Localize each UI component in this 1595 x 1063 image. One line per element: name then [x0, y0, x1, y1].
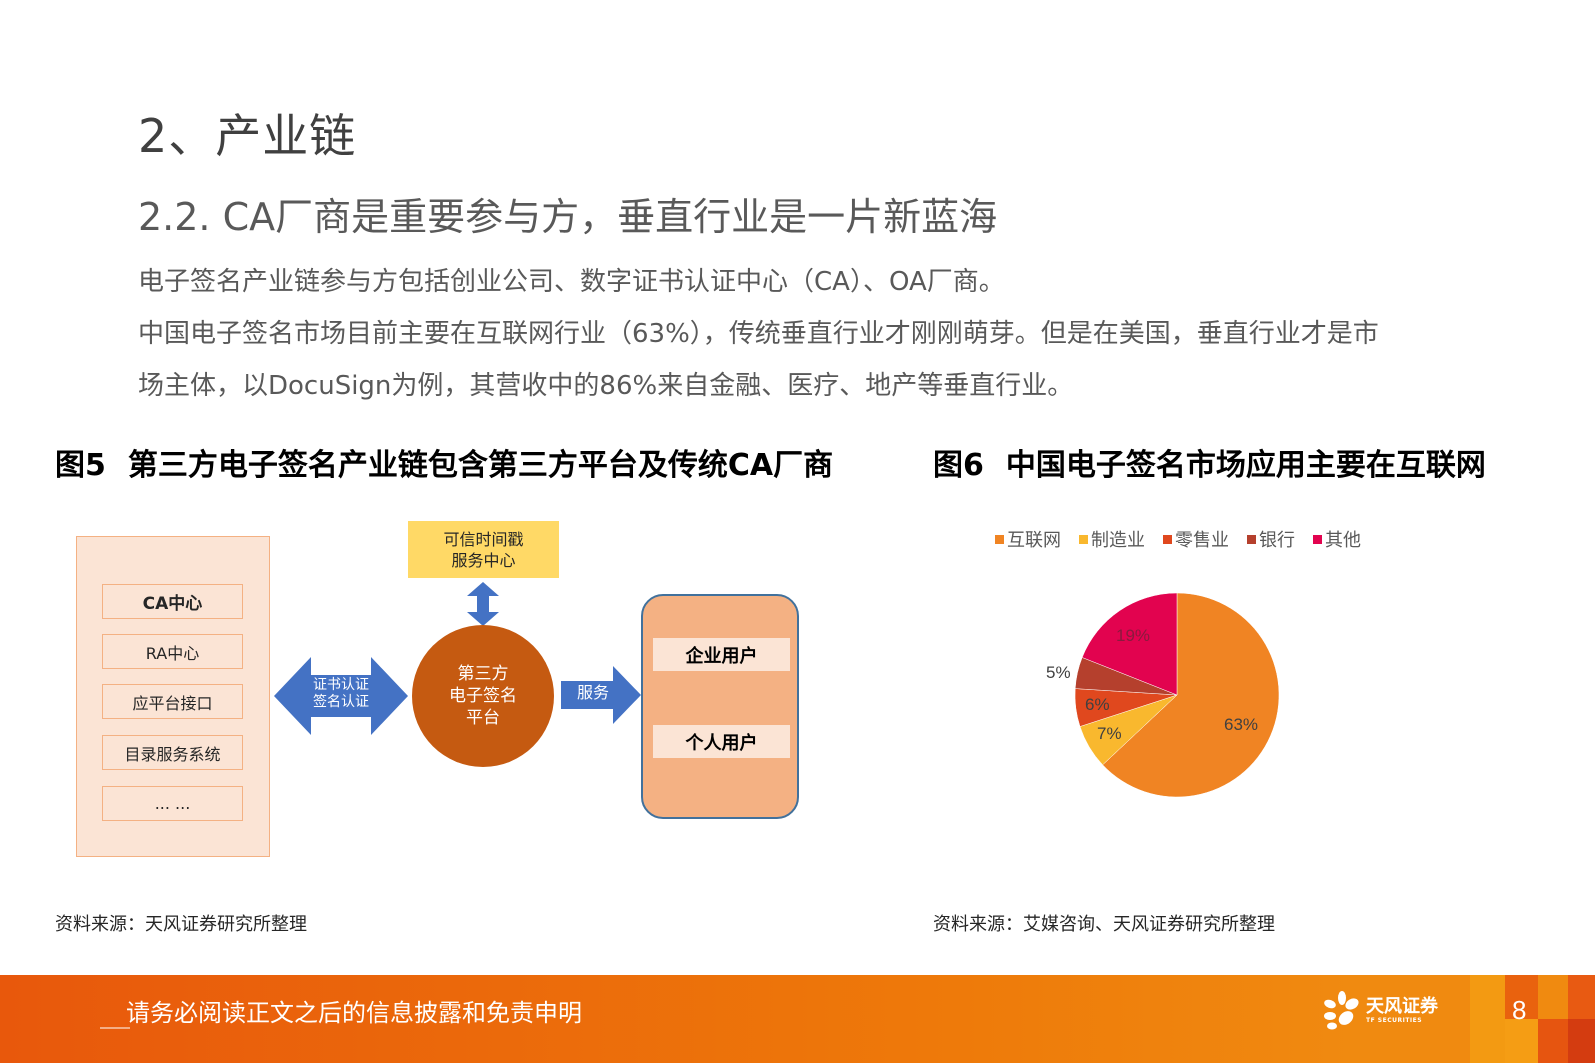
timestamp-line-1: 可信时间戳: [443, 529, 524, 549]
pie-label-retail: 6%: [1085, 695, 1110, 714]
figure5-number: 图5: [55, 448, 106, 483]
footer-divider: [100, 1027, 130, 1029]
pie-label-internet: 63%: [1224, 715, 1259, 734]
figure5-caption: 第三方电子签名产业链包含第三方平台及传统CA厂商: [127, 448, 834, 483]
pie-label-bank: 5%: [1046, 663, 1071, 682]
decorative-tiles: [1470, 975, 1595, 1063]
legend-item-other: 其他: [1313, 526, 1361, 552]
ellipsis-box: ... ...: [102, 786, 243, 821]
body-paragraph-1: 电子签名产业链参与方包括创业公司、数字证书认证中心（CA）、OA厂商。: [138, 267, 1005, 297]
arrow-label-line-2: 签名认证: [313, 694, 369, 710]
subsection-title: 2.2. CA厂商是重要参与方，垂直行业是一片新蓝海: [138, 195, 998, 239]
certificate-auth-label: 证书认证 签名认证: [308, 677, 374, 711]
legend-swatch: [1247, 534, 1256, 544]
right-arrow-icon: [561, 666, 641, 724]
flower-logo-icon: [1324, 991, 1359, 1030]
brand-logo: 天风证券 TF SECURITIES: [1322, 990, 1438, 1030]
brand-subtitle: TF SECURITIES: [1366, 1016, 1423, 1024]
pie-slice-0: [1102, 592, 1280, 798]
legend-item-retail: 零售业: [1163, 526, 1229, 552]
enterprise-user-box: 企业用户: [653, 638, 790, 671]
legend-label: 其他: [1325, 530, 1361, 551]
legend-label: 互联网: [1007, 530, 1061, 551]
legend-item-bank: 银行: [1247, 526, 1295, 552]
legend-swatch: [1313, 534, 1322, 544]
timestamp-line-2: 服务中心: [451, 550, 516, 570]
platform-line-2: 电子签名: [449, 686, 517, 706]
legend-item-manufacturing: 制造业: [1079, 526, 1145, 552]
individual-user-box: 个人用户: [653, 725, 790, 758]
pie-slice-4: [1081, 592, 1178, 696]
footer-bar: 请务必阅读正文之后的信息披露和免责申明 天风证券 TF SECURITIES 8: [0, 975, 1595, 1063]
ca-vendor-panel: CA中心 RA中心 应平台接口 目录服务系统 ... ...: [76, 536, 270, 857]
legend-label: 制造业: [1091, 530, 1145, 551]
arrow-label-line-1: 证书认证: [313, 677, 369, 693]
pie-label-other: 19%: [1116, 626, 1151, 645]
figure6-caption: 中国电子签名市场应用主要在互联网: [1005, 448, 1486, 483]
vertical-double-arrow-icon: [467, 582, 499, 626]
legend-item-internet: 互联网: [995, 526, 1061, 552]
body-paragraph-3: 场主体，以DocuSign为例，其营收中的86%来自金融、医疗、地产等垂直行业。: [138, 371, 1074, 401]
body-paragraph-2: 中国电子签名市场目前主要在互联网行业（63%），传统垂直行业才刚刚萌芽。但是在美…: [138, 319, 1379, 349]
brand-name: 天风证券: [1366, 995, 1438, 1017]
figure6-source: 资料来源：艾媒咨询、天风证券研究所整理: [933, 914, 1275, 935]
ca-center-box: CA中心: [102, 584, 243, 619]
pie-legend: 互联网 制造业 零售业 银行 其他: [995, 526, 1361, 552]
figure6-number: 图6: [933, 448, 984, 483]
pie-chart: [1074, 592, 1280, 798]
legend-swatch: [1163, 534, 1172, 544]
horizontal-double-arrow-icon: [274, 657, 408, 735]
platform-line-3: 平台: [466, 708, 500, 728]
timestamp-service-box: 可信时间戳 服务中心: [408, 521, 559, 578]
legend-label: 银行: [1259, 530, 1295, 551]
disclaimer-text: 请务必阅读正文之后的信息披露和免责申明: [126, 999, 582, 1027]
figure6-title: 图6 中国电子签名市场应用主要在互联网: [933, 440, 1486, 484]
legend-swatch: [1079, 534, 1088, 544]
users-panel: 企业用户 个人用户: [641, 594, 799, 819]
legend-swatch: [995, 534, 1004, 544]
platform-line-1: 第三方: [457, 664, 509, 684]
app-interface-box: 应平台接口: [102, 684, 243, 719]
ra-center-box: RA中心: [102, 634, 243, 669]
service-label: 服务: [576, 683, 609, 702]
legend-label: 零售业: [1175, 530, 1229, 551]
figure5-title: 图5 第三方电子签名产业链包含第三方平台及传统CA厂商: [55, 440, 833, 484]
figure5-source: 资料来源：天风证券研究所整理: [55, 914, 307, 935]
section-title: 2、产业链: [138, 109, 357, 163]
third-party-platform-circle: 第三方 电子签名 平台: [412, 625, 554, 767]
pie-label-manufacturing: 7%: [1097, 724, 1122, 743]
directory-service-box: 目录服务系统: [102, 735, 243, 770]
page-number: 8: [1512, 995, 1527, 1025]
